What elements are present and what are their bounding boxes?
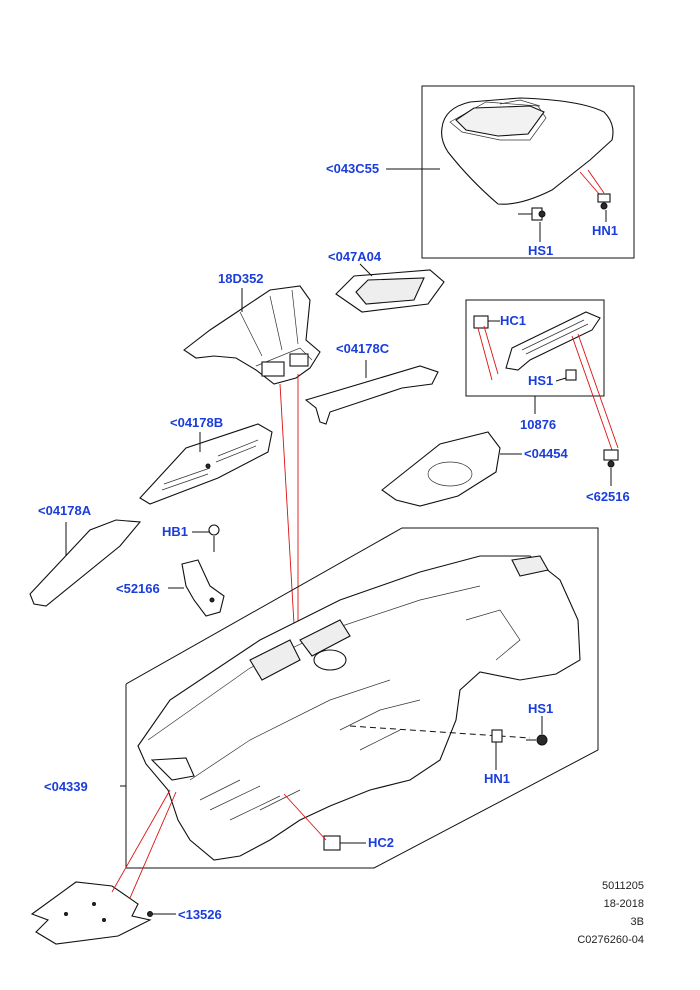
- inset-box-top: [421, 85, 635, 259]
- callout-hb1: HB1: [162, 524, 189, 539]
- part-18D352: [183, 285, 321, 625]
- callout-04178B: <04178B: [170, 415, 224, 430]
- callout-hc2: HC2: [368, 835, 395, 850]
- hn1-low-fastener: [491, 729, 503, 770]
- part-04339-dashboard: [137, 555, 581, 861]
- part-04178B: [139, 423, 273, 505]
- ref-line-3: 3B: [630, 916, 644, 928]
- callout-04178C: <04178C: [336, 341, 390, 356]
- callout-52166: <52166: [116, 581, 160, 596]
- callout-hs1-low: HS1: [528, 701, 554, 716]
- top-cover-part: [441, 97, 614, 205]
- callout-hn1-top: HN1: [592, 223, 619, 238]
- part-52166: [168, 559, 225, 617]
- callout-18D352: 18D352: [218, 271, 264, 286]
- part-62516: [603, 449, 619, 486]
- part-04454: [381, 431, 522, 507]
- callout-62516: <62516: [586, 489, 630, 504]
- callout-10876: 10876: [520, 417, 557, 432]
- callout-hs1-top: HS1: [528, 243, 554, 258]
- hc2-clip: [283, 793, 366, 851]
- hs1-top-fastener: [518, 207, 556, 259]
- hs1-low-fastener: [526, 716, 548, 746]
- callout-hn1-low: HN1: [484, 771, 511, 786]
- ref-line-4: C0276260-04: [577, 934, 644, 946]
- hn1-top-fastener: [579, 169, 611, 222]
- callout-047A04: <047A04: [328, 249, 382, 264]
- part-047A04: [335, 263, 445, 313]
- callout-04454: <04454: [524, 446, 568, 461]
- part-13526: [30, 789, 177, 945]
- part-04178C: [304, 360, 439, 425]
- callout-hc1: HC1: [500, 313, 527, 328]
- callout-043C55: <043C55: [326, 161, 380, 176]
- callout-13526: <13526: [178, 907, 222, 922]
- part-10876: [473, 311, 619, 451]
- callout-hs1-mid: HS1: [528, 373, 554, 388]
- callout-04178A: <04178A: [38, 503, 92, 518]
- ref-line-1: 5011205: [601, 880, 644, 892]
- ref-line-2: 18-2018: [603, 898, 644, 910]
- hb1-bolt: [192, 524, 220, 552]
- part-04178A: [29, 519, 142, 607]
- callout-04339: <04339: [44, 779, 88, 794]
